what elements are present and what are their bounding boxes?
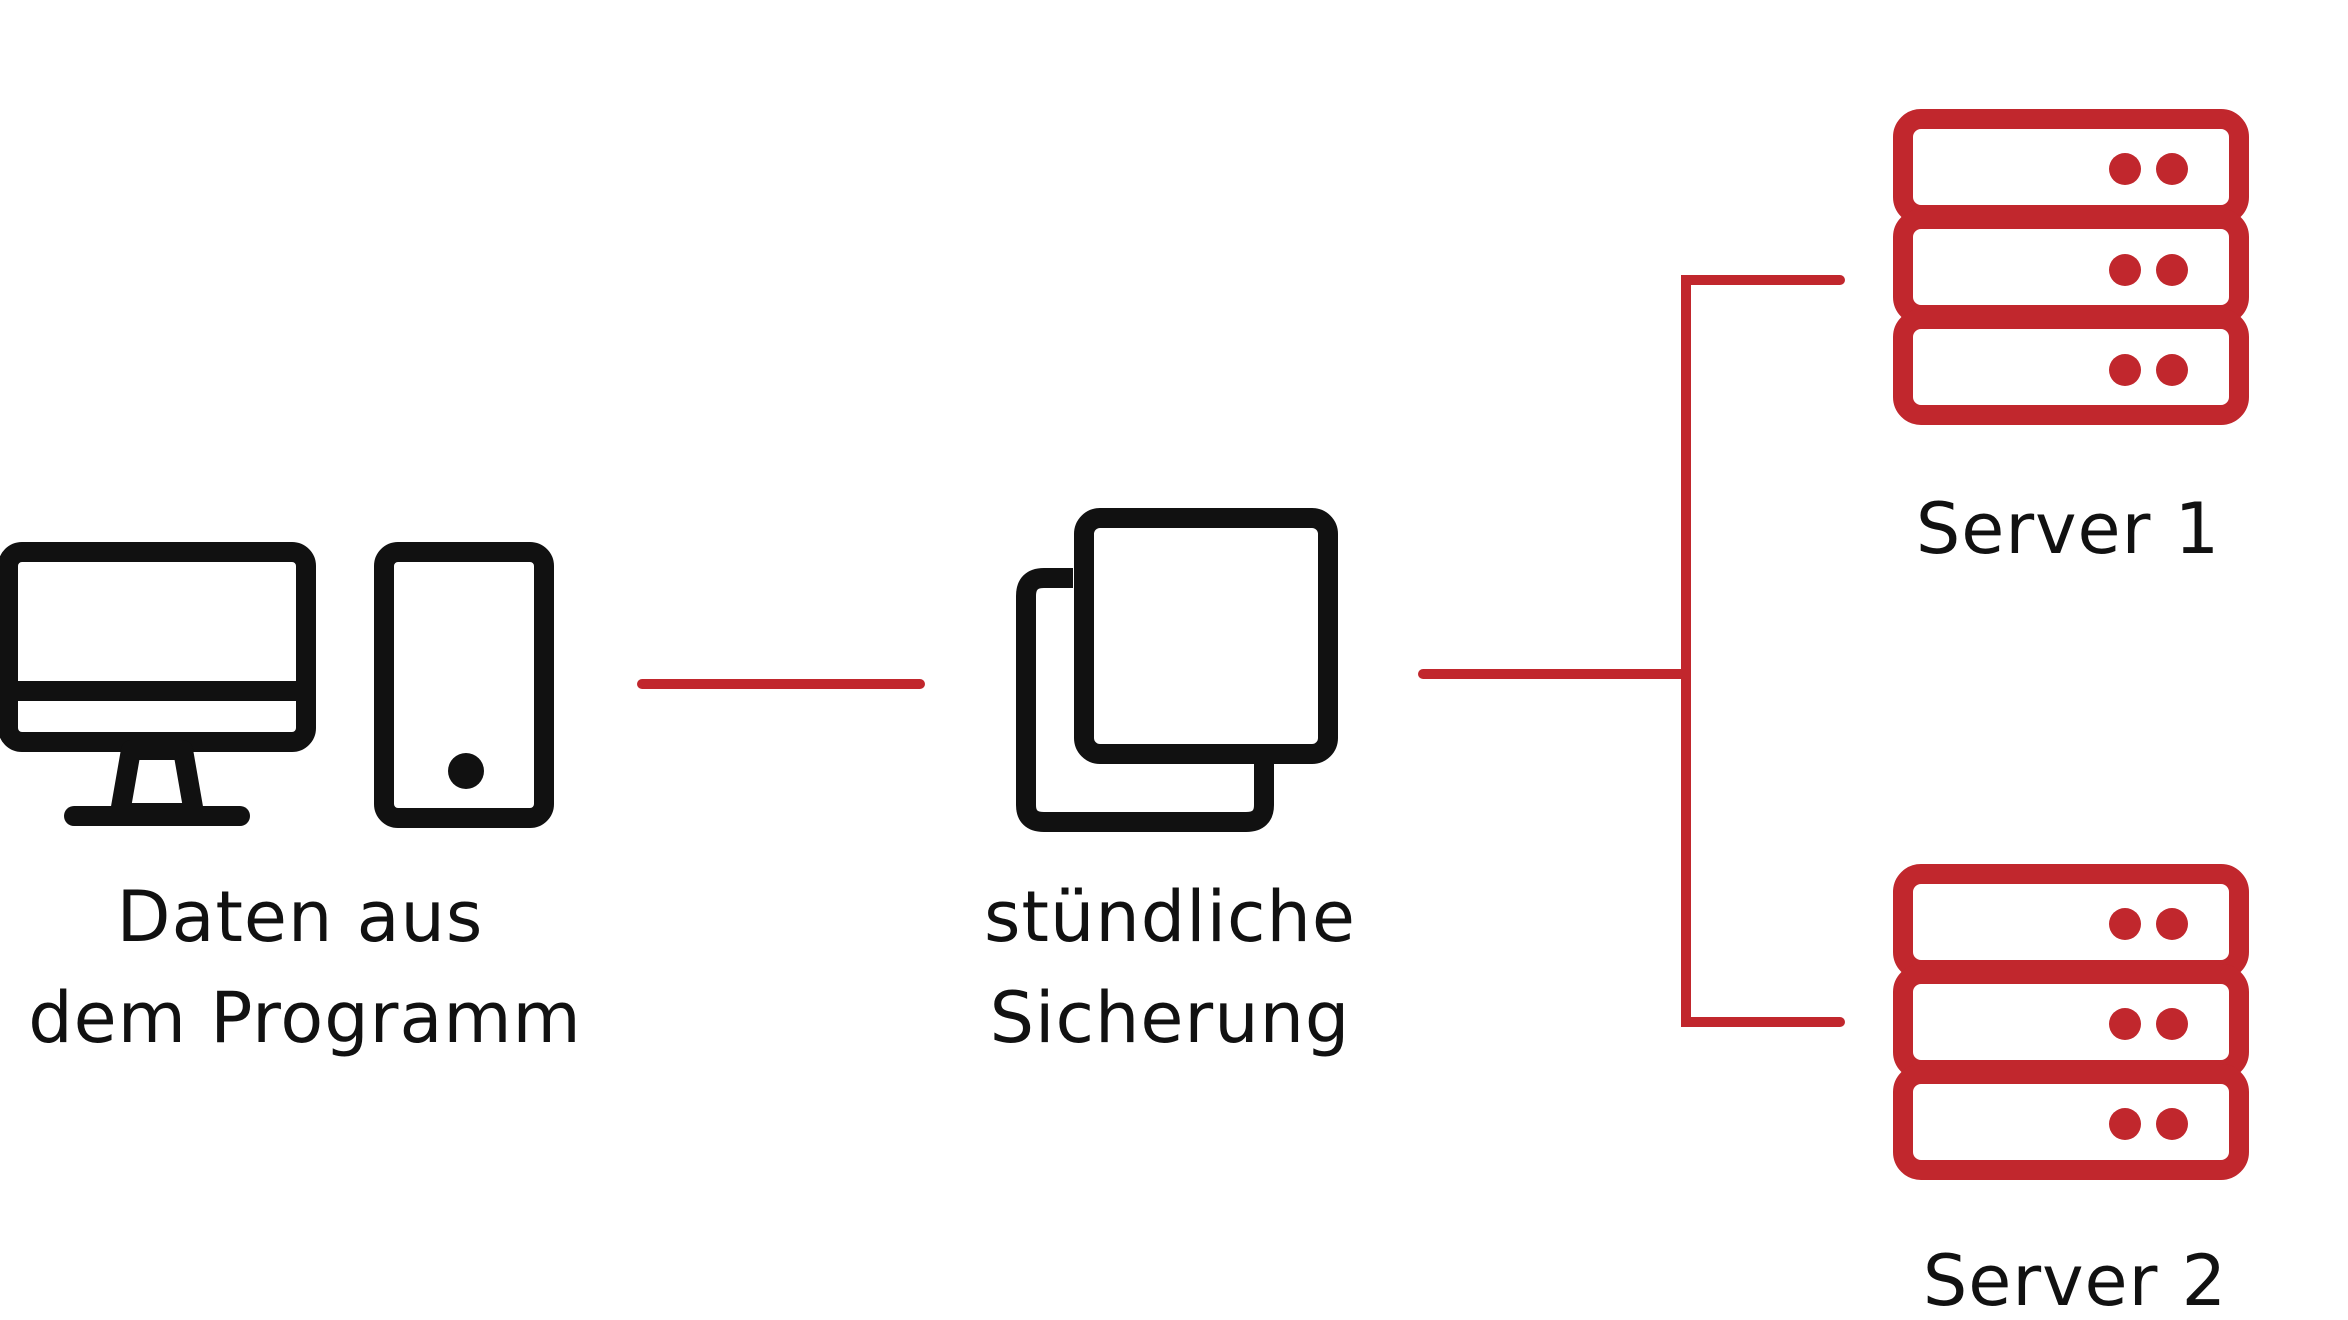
source-label-line1: Daten aus [117, 876, 484, 958]
desktop-monitor-icon [0, 542, 316, 826]
connector-backup-to-servers [1418, 275, 1845, 1027]
server1-label: Server 1 [1916, 488, 2220, 570]
source-node: Daten aus dem Programm [0, 542, 581, 1059]
backup-node: stündliche Sicherung [984, 508, 1356, 1059]
source-label-line2: dem Programm [28, 977, 581, 1059]
server2-node: Server 2 [1893, 864, 2249, 1320]
backup-label-line2: Sicherung [990, 977, 1351, 1059]
server-rack-icon [1893, 864, 2249, 1180]
server2-label: Server 2 [1923, 1240, 2227, 1320]
backup-label-line1: stündliche [984, 876, 1356, 958]
copy-documents-icon [1016, 508, 1338, 832]
mobile-phone-icon [374, 542, 554, 828]
server-rack-icon [1893, 109, 2249, 425]
server1-node: Server 1 [1893, 109, 2249, 570]
